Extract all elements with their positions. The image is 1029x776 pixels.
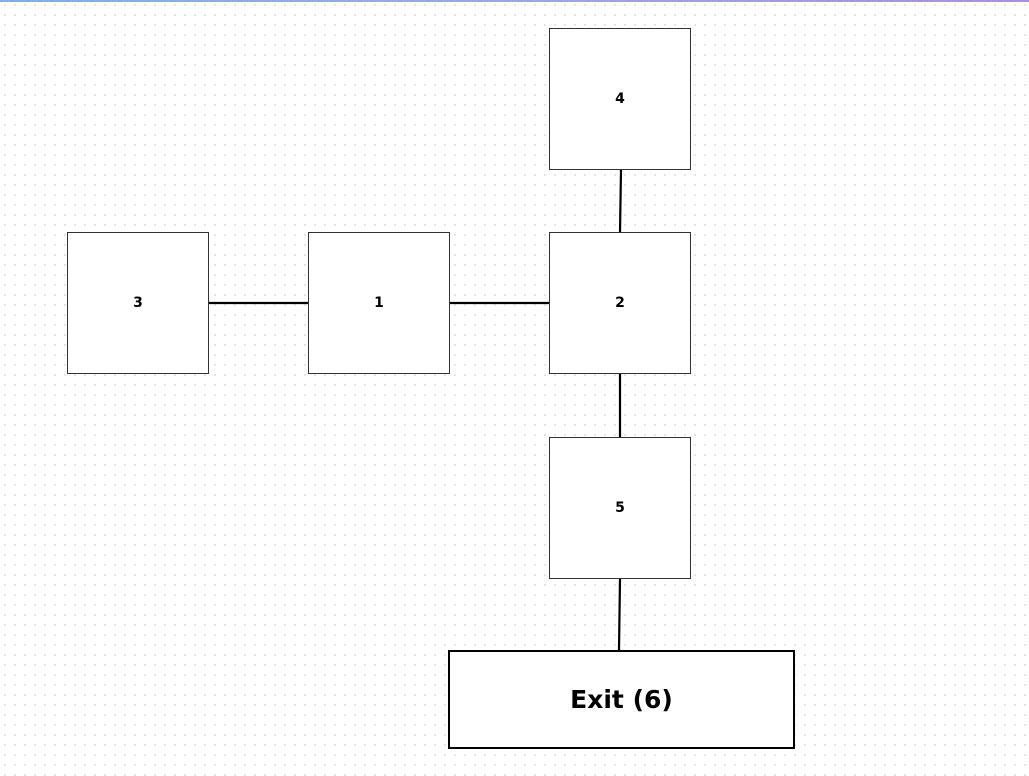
exit-label: Exit (6) <box>570 685 673 714</box>
connector-4-2 <box>618 169 623 233</box>
room-label: 2 <box>615 295 625 311</box>
top-accent-bar <box>0 0 1029 2</box>
connector-5-exit <box>617 578 622 651</box>
room-label: 4 <box>615 91 625 107</box>
room-node-5[interactable]: 5 <box>549 437 691 579</box>
room-node-2[interactable]: 2 <box>549 232 691 374</box>
exit-node[interactable]: Exit (6) <box>448 650 795 749</box>
room-label: 1 <box>374 295 384 311</box>
room-node-1[interactable]: 1 <box>308 232 450 374</box>
room-node-3[interactable]: 3 <box>67 232 209 374</box>
room-node-4[interactable]: 4 <box>549 28 691 170</box>
room-label: 3 <box>133 295 143 311</box>
room-label: 5 <box>615 500 625 516</box>
